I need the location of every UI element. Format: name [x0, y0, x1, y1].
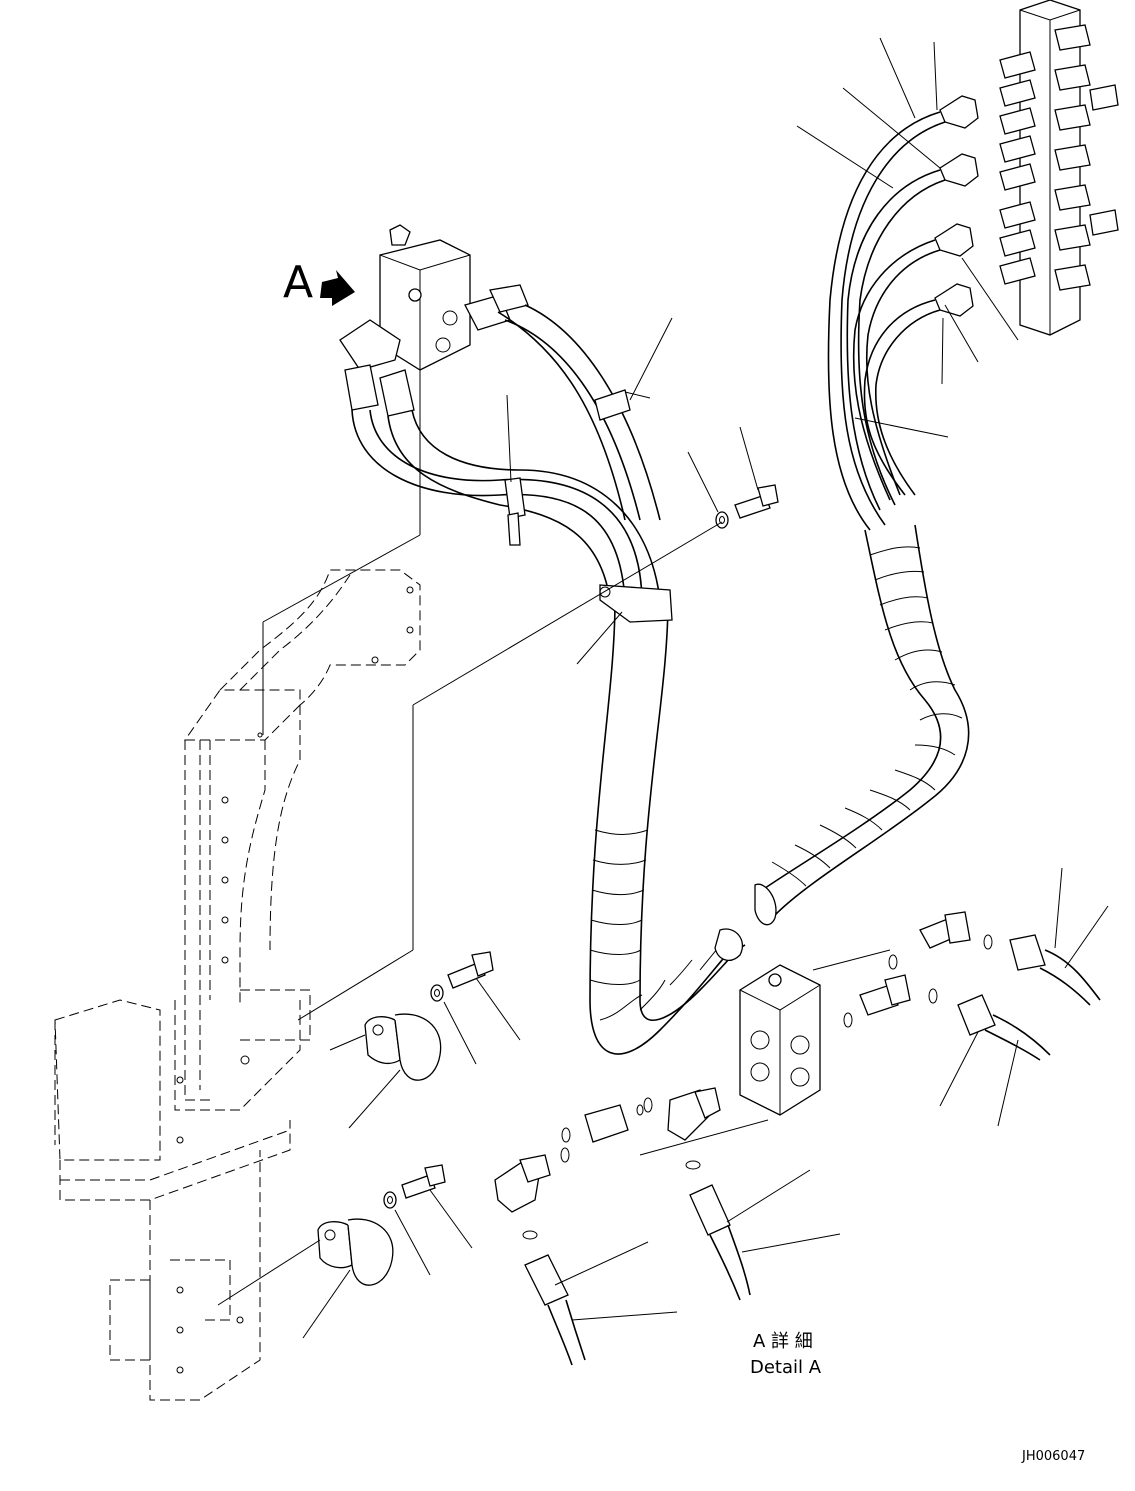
valve-block-top: [339, 224, 529, 417]
detail-a-fittings: [494, 911, 993, 1240]
view-label-a: A: [283, 257, 313, 308]
clamp-lower: [317, 1164, 446, 1286]
manifold-fittings: [999, 24, 1119, 291]
detail-a-valve-block: [739, 964, 821, 1116]
detail-a-hose-ends: [524, 934, 1101, 1366]
frame-structure: [54, 569, 421, 1401]
leader-lines: [217, 37, 1109, 1339]
detail-caption-english: Detail A: [750, 1357, 822, 1378]
drawing-code: JH006047: [1021, 1449, 1085, 1464]
detail-caption-japanese: A 詳 細: [753, 1331, 813, 1352]
bolt-upper-right: [715, 484, 779, 529]
hoses-right-bundle: [754, 95, 979, 926]
view-arrow: [320, 270, 355, 306]
hoses-left-bundle: [351, 304, 746, 1055]
clamp-upper: [364, 951, 494, 1081]
